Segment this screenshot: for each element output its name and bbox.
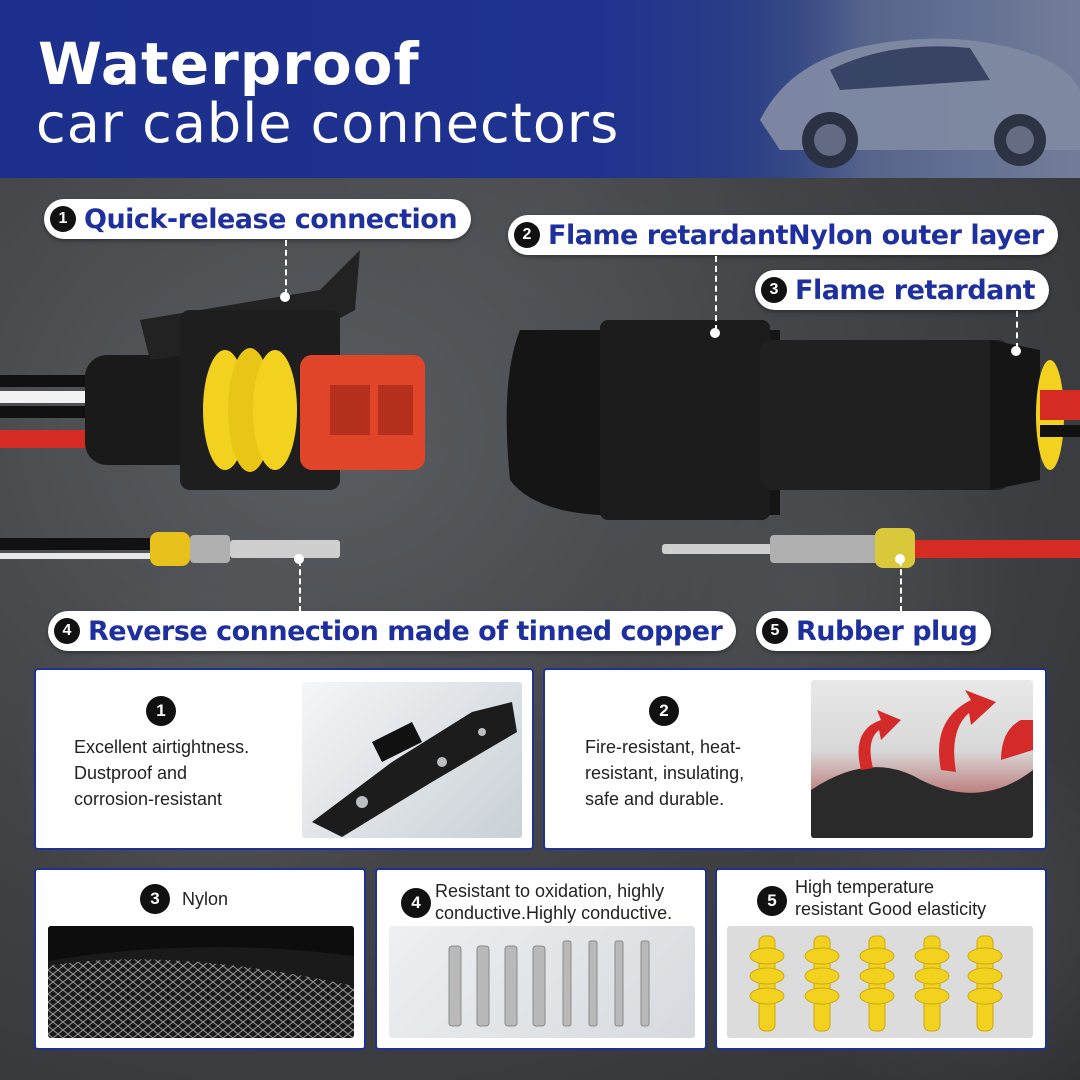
feature-2-line-3: safe and durable. — [585, 789, 725, 809]
feature-number-3: 3 — [140, 884, 170, 914]
callout-label-3: Flame retardant — [795, 274, 1036, 306]
leader-dot-5 — [895, 554, 905, 564]
feature-4-line-2: conductive.Highly conductive. — [435, 903, 673, 923]
leader-dot-3 — [1011, 346, 1021, 356]
nylon-mesh-photo — [48, 926, 354, 1038]
fire-resistance-photo — [811, 680, 1033, 838]
feature-5-line-2: resistant Good elasticity — [795, 899, 987, 919]
callout-number-5: 5 — [762, 618, 788, 644]
feature-text-2: Fire-resistant, heat- resistant, insulat… — [585, 734, 744, 812]
callout-number-3: 3 — [761, 277, 787, 303]
feature-1-line-1: Excellent airtightness. — [74, 737, 250, 757]
feature-1-line-2: Dustproof and — [74, 763, 188, 783]
callout-tinned-copper: 4 Reverse connection made of tinned copp… — [48, 611, 737, 651]
feature-4-line-1: Resistant to oxidation, highly — [435, 881, 665, 901]
rubber-seals-photo — [727, 926, 1033, 1038]
title-subtitle: car cable connectors — [36, 92, 620, 155]
rubber-seal-icon — [749, 935, 1003, 1032]
car-photo — [720, 0, 1080, 178]
terminal-pins-photo — [389, 926, 695, 1038]
feature-number-1: 1 — [146, 696, 176, 726]
feature-number-5: 5 — [757, 886, 787, 916]
header-banner: Waterproof car cable connectors — [0, 0, 1080, 178]
leader-line-1 — [285, 240, 287, 295]
feature-text-5: High temperature resistant Good elastici… — [795, 876, 986, 920]
feature-card-elasticity: 5 High temperature resistant Good elasti… — [715, 868, 1047, 1050]
feature-2-line-1: Fire-resistant, heat- — [585, 737, 742, 757]
feature-text-3: Nylon — [182, 886, 228, 912]
feature-1-line-3: corrosion-resistant — [74, 789, 223, 809]
connector-illustration — [0, 250, 1080, 568]
terminal-pin-right — [662, 528, 1080, 568]
feature-3-line-1: Nylon — [182, 889, 229, 909]
wet-connector-photo — [302, 682, 522, 838]
callout-label-5: Rubber plug — [796, 615, 978, 647]
connector-male — [506, 320, 1080, 520]
leader-line-2 — [715, 256, 717, 331]
feature-card-conductive: 4 Resistant to oxidation, highly conduct… — [375, 868, 707, 1050]
terminal-pin-icon — [448, 940, 650, 1027]
feature-5-line-1: High temperature — [795, 877, 935, 897]
title-waterproof: Waterproof — [38, 30, 420, 98]
feature-2-line-2: resistant, insulating, — [585, 763, 745, 783]
feature-card-airtightness: 1 Excellent airtightness. Dustproof and … — [34, 668, 534, 850]
callout-label-2: Flame retardantNylon outer layer — [548, 219, 1044, 251]
fire-arrow-icon — [811, 690, 1033, 838]
feature-card-nylon: 3 Nylon — [34, 868, 366, 1050]
feature-number-4: 4 — [401, 888, 431, 918]
leader-line-3 — [1016, 311, 1018, 349]
leader-line-4 — [299, 560, 301, 612]
leader-line-5 — [900, 560, 902, 612]
leader-dot-1 — [280, 292, 290, 302]
feature-number-2: 2 — [649, 696, 679, 726]
feature-text-4: Resistant to oxidation, highly conductiv… — [435, 880, 672, 924]
callout-number-1: 1 — [50, 206, 76, 232]
leader-dot-2 — [710, 328, 720, 338]
terminal-pin-left — [0, 532, 340, 566]
leader-dot-4 — [294, 554, 304, 564]
callout-number-4: 4 — [54, 618, 80, 644]
callout-label-1: Quick-release connection — [84, 203, 458, 235]
callout-quick-release: 1 Quick-release connection — [44, 199, 472, 239]
callout-rubber-plug: 5 Rubber plug — [756, 611, 992, 651]
callout-nylon-outer-layer: 2 Flame retardantNylon outer layer — [508, 215, 1058, 255]
callout-label-4: Reverse connection made of tinned copper — [88, 615, 723, 647]
feature-text-1: Excellent airtightness. Dustproof and co… — [74, 734, 249, 812]
callout-flame-retardant: 3 Flame retardant — [755, 270, 1050, 310]
callout-number-2: 2 — [514, 222, 540, 248]
connector-female — [85, 250, 425, 490]
feature-card-fire-resistant: 2 Fire-resistant, heat- resistant, insul… — [543, 668, 1047, 850]
